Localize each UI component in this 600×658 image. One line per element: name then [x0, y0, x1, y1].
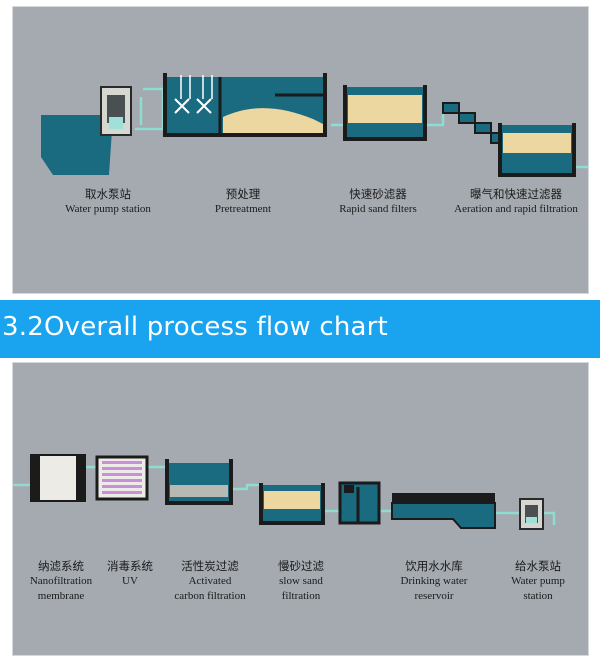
stage-label-rapid-sand-filters: 快速砂滤器 Rapid sand filters — [323, 187, 433, 217]
stage-en-line2: station — [523, 590, 553, 602]
stage-zh: 饮用水水库 — [405, 559, 463, 573]
stage-en: Rapid sand filters — [339, 203, 417, 215]
stage-label-reservoir: 饮用水水库 Drinking water reservoir — [389, 559, 479, 604]
stage-zh: 慢砂过滤 — [278, 559, 324, 573]
process-diagram-bottom — [13, 454, 556, 530]
drinking-water-reservoir-icon — [391, 493, 496, 529]
stage-en: Aeration and rapid filtration — [454, 203, 578, 215]
process-panel-top: 取水泵站 Water pump station 预处理 Pretreatment… — [12, 6, 589, 294]
stage-en-line1: UV — [122, 575, 138, 587]
nanofiltration-membrane-icon — [30, 454, 86, 502]
stage-en-line1: Drinking water — [400, 575, 468, 587]
stage-en-line2: filtration — [281, 590, 321, 602]
stage-en-line1: Activated — [188, 575, 232, 587]
stage-en-line2: membrane — [37, 590, 85, 602]
stage-label-uv: 消毒系统 UV — [99, 559, 161, 589]
stage-en-line1: slow sand — [279, 575, 323, 587]
stage-zh: 曝气和快速过滤器 — [470, 187, 562, 201]
stage-label-slow-sand: 慢砂过滤 slow sand filtration — [263, 559, 339, 604]
clear-well-icon — [338, 481, 381, 525]
stage-zh: 预处理 — [225, 187, 261, 201]
process-diagram-top — [41, 73, 588, 177]
stage-en-line1: Water pump — [511, 575, 565, 587]
pipeline — [13, 465, 556, 525]
stage-label-water-pump-station: 取水泵站 Water pump station — [48, 187, 168, 217]
activated-carbon-filter-icon — [165, 459, 233, 505]
water-pump-station-icon — [41, 86, 132, 175]
uv-disinfection-icon — [95, 455, 149, 501]
stage-en-line2: carbon filtration — [174, 590, 246, 602]
stage-label-pretreatment: 预处理 Pretreatment — [188, 187, 298, 217]
section-banner: 3.2Overall process flow chart — [0, 300, 600, 358]
rapid-sand-filter-icon — [343, 85, 427, 141]
stage-zh: 取水泵站 — [85, 187, 131, 201]
supply-pump-station-icon — [519, 498, 544, 530]
process-panel-bottom: 纳滤系统 Nanofiltration membrane 消毒系统 UV 活性炭… — [12, 362, 589, 656]
stage-zh: 活性炭过滤 — [181, 559, 239, 573]
stage-en: Water pump station — [65, 203, 151, 215]
stage-zh: 消毒系统 — [107, 559, 153, 573]
stage-label-aeration-filtration: 曝气和快速过滤器 Aeration and rapid filtration — [445, 187, 587, 217]
stage-zh: 纳滤系统 — [38, 559, 84, 573]
slow-sand-filter-icon — [259, 483, 325, 525]
section-title: 3.2Overall process flow chart — [2, 312, 388, 342]
stage-label-supply-pump: 给水泵站 Water pump station — [497, 559, 579, 604]
stage-en: Pretreatment — [214, 203, 272, 215]
aeration-filter-icon — [442, 102, 576, 177]
stage-label-activated-carbon: 活性炭过滤 Activated carbon filtration — [163, 559, 257, 604]
stage-en-line1: Nanofiltration — [29, 575, 93, 587]
stage-zh: 给水泵站 — [515, 559, 561, 573]
pretreatment-tank-icon — [163, 73, 327, 137]
stage-label-nanofiltration: 纳滤系统 Nanofiltration membrane — [23, 559, 99, 604]
stage-zh: 快速砂滤器 — [349, 187, 407, 201]
stage-en-line2: reservoir — [414, 590, 454, 602]
